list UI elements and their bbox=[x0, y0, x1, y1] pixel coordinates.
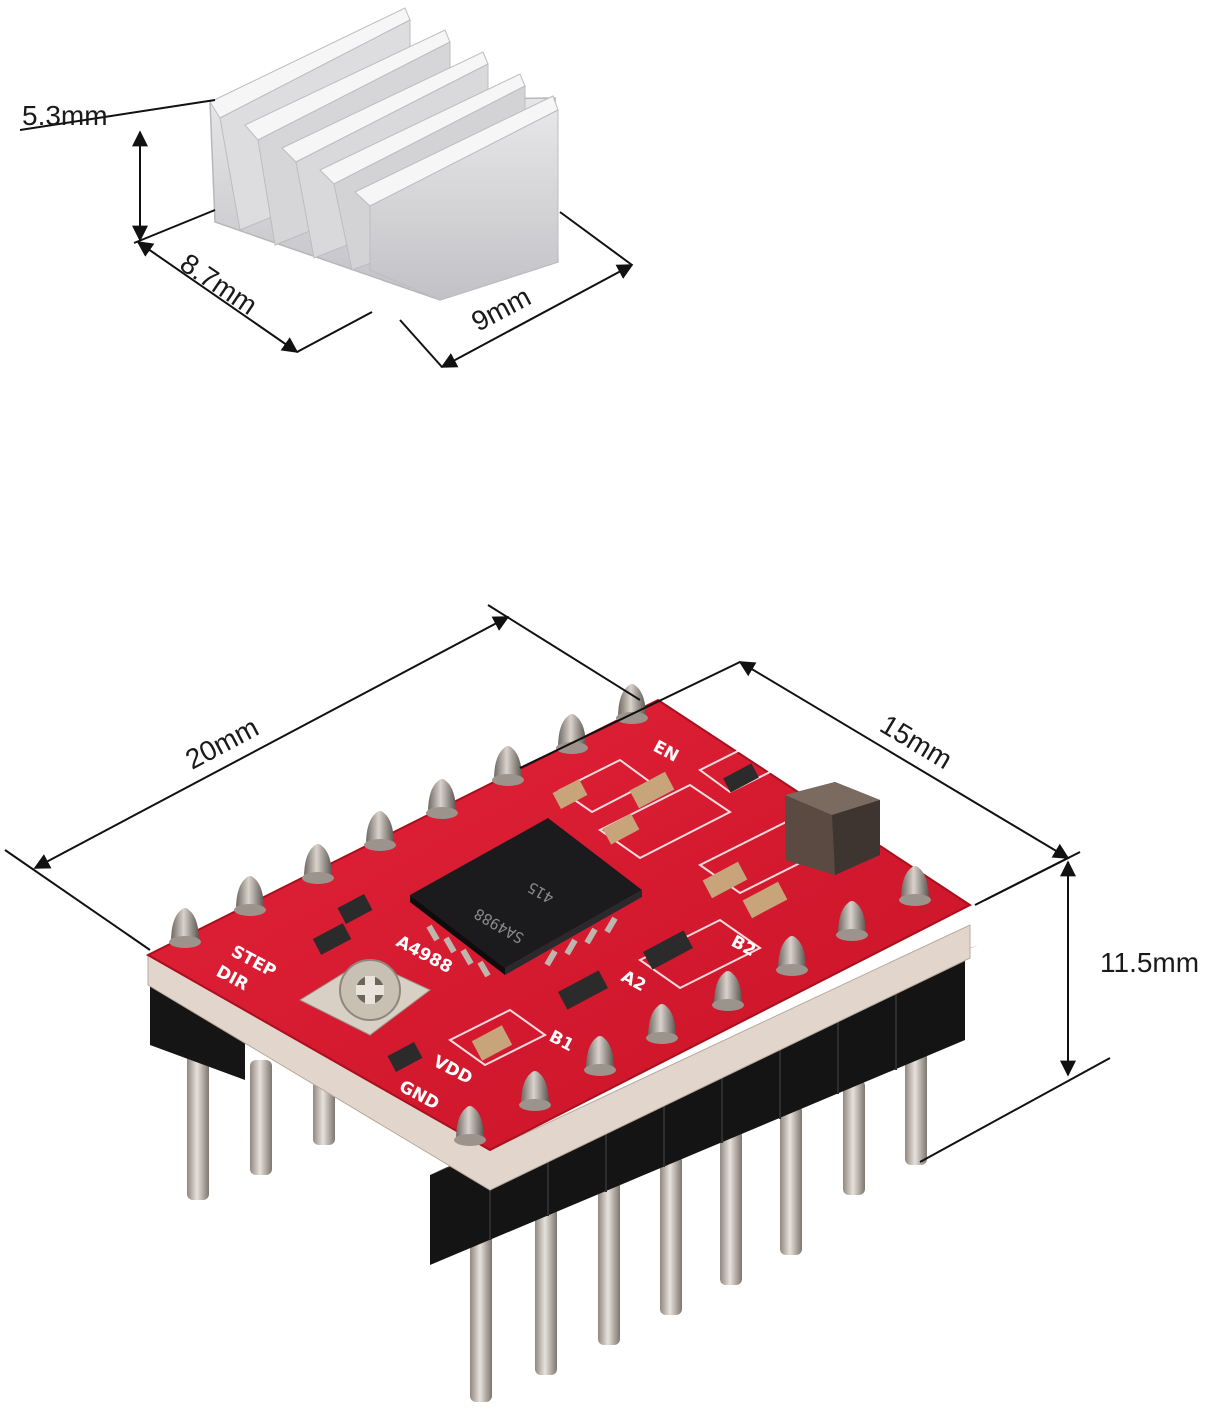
header-pins-right-row bbox=[454, 866, 931, 1146]
trimmer-potentiometer bbox=[298, 959, 431, 1036]
stepper-driver-board: SA4988 415 bbox=[145, 684, 978, 1402]
heatsink-depth-label: 8.7mm bbox=[175, 247, 263, 321]
heatsink-height-label: 5.3mm bbox=[22, 100, 108, 131]
header-pins-bottom bbox=[187, 1030, 927, 1402]
driver-width-label: 15mm bbox=[875, 709, 958, 776]
driver-height-label: 11.5mm bbox=[1100, 947, 1199, 978]
heatsink bbox=[209, 7, 559, 301]
inductor bbox=[785, 782, 880, 875]
heatsink-width-label: 9mm bbox=[466, 281, 536, 338]
driver-length-label: 20mm bbox=[180, 711, 263, 775]
a4988-chip: SA4988 415 bbox=[410, 818, 642, 978]
heatsink-fins bbox=[209, 7, 559, 301]
